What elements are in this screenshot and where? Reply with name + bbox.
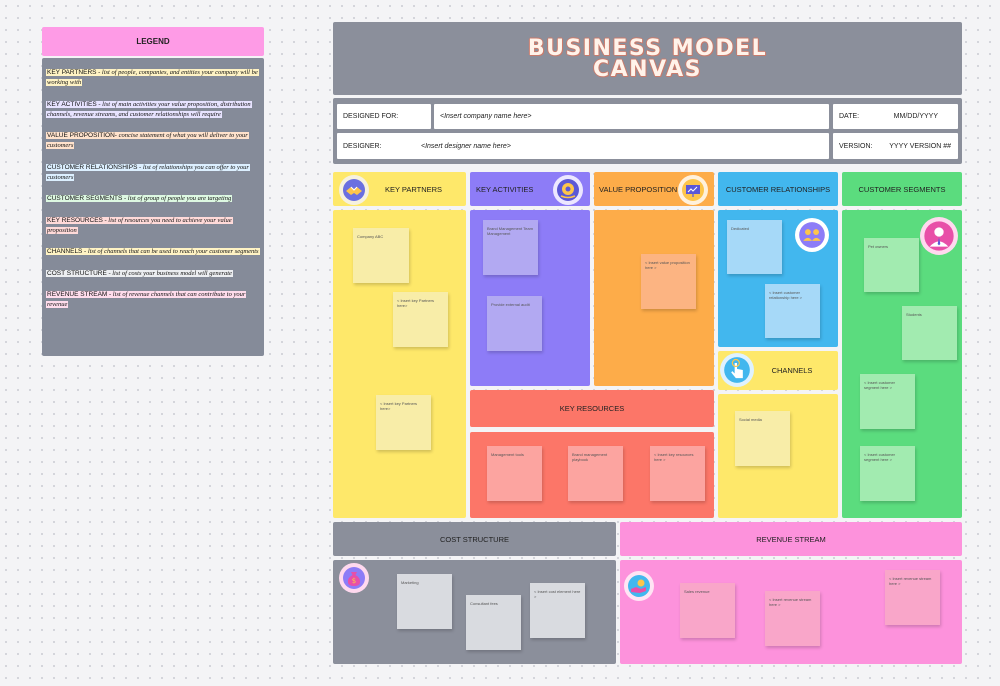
customer-relationships-title: CUSTOMER RELATIONSHIPS [725, 184, 831, 194]
sticky-note[interactable]: < Insert value proposition here > [641, 254, 696, 309]
sticky-note[interactable]: < Insert customer segment here > [860, 446, 915, 501]
sticky-note[interactable]: < Insert key Partners here> [376, 395, 431, 450]
key-resources-title: KEY RESOURCES [559, 404, 625, 413]
legend-term: VALUE PROPOSITION [47, 132, 115, 139]
date-label: DATE: [839, 113, 860, 120]
sticky-note[interactable]: Brand Management Team Management [483, 220, 538, 275]
handshake-icon [339, 175, 369, 205]
legend-description: - list of revenue channels that can cont… [47, 291, 246, 308]
person-icon [920, 217, 958, 255]
presentation-icon [678, 175, 708, 205]
legend-title: LEGEND [42, 27, 264, 56]
people-icon [795, 218, 829, 252]
customer-segments-title: CUSTOMER SEGMENTS [858, 184, 946, 194]
legend-term: CHANNELS [47, 248, 83, 255]
legend-term: KEY RESOURCES [47, 216, 103, 224]
sticky-note[interactable]: < Insert revenue stream here > [765, 591, 820, 646]
sticky-note[interactable]: Marketing [397, 574, 452, 629]
version-field[interactable]: VERSION: YYYY VERSION ## [833, 133, 958, 159]
legend-description: - list of main activities your value pro… [47, 100, 251, 118]
value-proposition-title: VALUE PROPOSITION [599, 184, 678, 194]
legend-term: REVENUE STREAM [47, 291, 108, 298]
revenue-stream-header: REVENUE STREAM [620, 522, 962, 556]
sticky-note[interactable]: Pet owners [864, 238, 919, 292]
svg-text:$: $ [352, 577, 356, 585]
sticky-note[interactable]: Dedicated [727, 220, 782, 274]
legend-description: - list of relationships you can offer to… [47, 163, 249, 181]
designed-for-label: DESIGNED FOR: [337, 104, 431, 129]
title-line-2: CANVAS [593, 56, 702, 82]
sticky-note[interactable]: Company ABC [353, 228, 409, 283]
sticky-note[interactable]: Sales revenue [680, 583, 735, 638]
touch-icon [720, 353, 754, 387]
sticky-note[interactable]: Brand management playbook [568, 446, 623, 501]
sticky-note[interactable]: Students [902, 306, 957, 360]
legend-term: KEY ACTIVITIES [47, 100, 97, 108]
legend-item: CUSTOMER SEGMENTS - list of group of peo… [46, 194, 260, 204]
legend-item: KEY RESOURCES - list of resources you ne… [46, 216, 260, 236]
designer-value: <Insert designer name here> [421, 142, 511, 150]
sticky-note[interactable]: < Insert key Partners here> [393, 292, 448, 347]
legend-panel: KEY PARTNERS - list of people, companies… [42, 58, 264, 356]
legend-term: CUSTOMER RELATIONSHIPS [47, 163, 138, 171]
sticky-note[interactable]: Social media [735, 411, 790, 466]
revenue-stream-title: REVENUE STREAM [756, 534, 826, 544]
hand-coin-icon [624, 571, 654, 601]
legend-description: - list of resources you need to achieve … [47, 216, 232, 234]
sticky-note[interactable]: < Insert customer relationship here > [765, 284, 820, 338]
key-resources-header: KEY RESOURCES [470, 390, 714, 427]
customer-relationships-header: CUSTOMER RELATIONSHIPS [718, 172, 838, 206]
legend-term: COST STRUCTURE [47, 269, 107, 277]
designer-field[interactable]: DESIGNER: <Insert designer name here> [337, 133, 829, 159]
sticky-note[interactable]: Management tools [487, 446, 542, 501]
legend-item: VALUE PROPOSITION- concise statement of … [46, 131, 260, 151]
title-line-1: BUSINESS MODEL [527, 35, 768, 61]
key-activities-title: KEY ACTIVITIES [476, 184, 534, 194]
legend-description: - list of channels that can be used to r… [82, 248, 259, 255]
sticky-note[interactable]: < Insert customer segment here > [860, 374, 915, 429]
legend-item: REVENUE STREAM - list of revenue channel… [46, 290, 260, 310]
legend-description: - concise statement of what you will del… [47, 132, 248, 149]
canvas-title: BUSINESS MODEL CANVAS [333, 22, 962, 95]
sticky-note[interactable]: Provide external audit [487, 296, 542, 351]
legend-item: COST STRUCTURE - list of costs your busi… [46, 269, 260, 279]
sticky-note[interactable]: < Insert cost element here > [530, 583, 585, 638]
cost-structure-title: COST STRUCTURE [439, 534, 510, 544]
legend-term: CUSTOMER SEGMENTS [47, 195, 123, 202]
legend-description: - list of group of people you are target… [122, 195, 232, 202]
sticky-note[interactable]: < Insert key resources here > [650, 446, 705, 501]
customer-segments-header: CUSTOMER SEGMENTS [842, 172, 962, 206]
key-partners-title: KEY PARTNERS [384, 184, 443, 194]
gear-icon [553, 175, 583, 205]
money-bag-icon: $ [339, 563, 369, 593]
sticky-note[interactable]: Consultant fees [466, 595, 521, 650]
legend-term: KEY PARTNERS [47, 69, 97, 76]
legend-item: KEY ACTIVITIES - list of main activities… [46, 100, 260, 120]
sticky-note[interactable]: < Insert revenue stream here > [885, 570, 940, 625]
channels-title: CHANNELS [771, 366, 813, 375]
date-value: MM/DD/YYYY [893, 113, 938, 120]
designer-label: DESIGNER: [343, 142, 382, 150]
designed-for-value: <Insert company name here> [440, 113, 532, 120]
version-value: YYYY VERSION ## [889, 142, 951, 150]
legend-item: CUSTOMER RELATIONSHIPS - list of relatio… [46, 163, 260, 183]
cost-structure-header: COST STRUCTURE [333, 522, 616, 556]
date-field[interactable]: DATE: MM/DD/YYYY [833, 104, 958, 129]
version-label: VERSION: [839, 142, 873, 150]
designed-for-field[interactable]: <Insert company name here> [434, 104, 829, 129]
legend-description: - list of costs your business model will… [106, 269, 232, 277]
legend-item: CHANNELS - list of channels that can be … [46, 247, 260, 257]
legend-description: - list of people, companies, and entitie… [47, 69, 258, 86]
legend-item: KEY PARTNERS - list of people, companies… [46, 68, 260, 88]
